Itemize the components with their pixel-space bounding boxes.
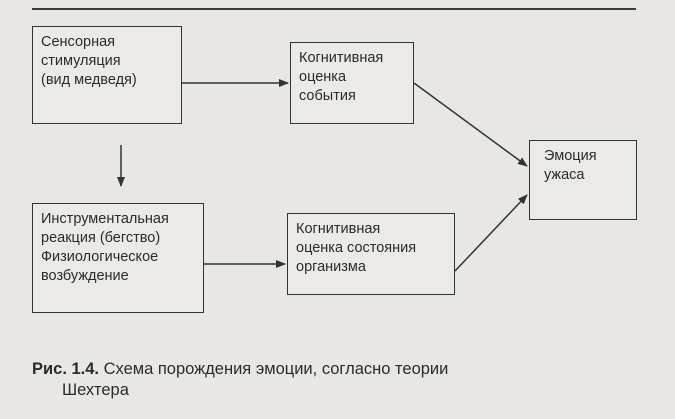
top-rule [32, 8, 636, 10]
caption-line-1: Схема порождения эмоции, согласно теории [99, 360, 449, 378]
instrumental-reaction-box: Инструментальная реакция (бегство) Физио… [32, 203, 204, 313]
arrow-cognitive-event-to-fear [413, 82, 528, 167]
arrow-cognitive-state-to-fear [454, 194, 528, 272]
figure-number: Рис. 1.4. [32, 360, 100, 378]
caption-line-2: Шехтера [62, 381, 129, 399]
sensory-stimulation-box: Сенсорная стимуляция (вид медведя) [32, 26, 182, 124]
cognitive-state-appraisal-box: Когнитивная оценка состояния организма [287, 213, 455, 295]
figure-caption: Рис. 1.4. Схема порождения эмоции, согла… [32, 359, 632, 401]
cognitive-event-appraisal-box: Когнитивная оценка события [290, 42, 414, 124]
fear-emotion-box: Эмоция ужаса [529, 140, 637, 220]
